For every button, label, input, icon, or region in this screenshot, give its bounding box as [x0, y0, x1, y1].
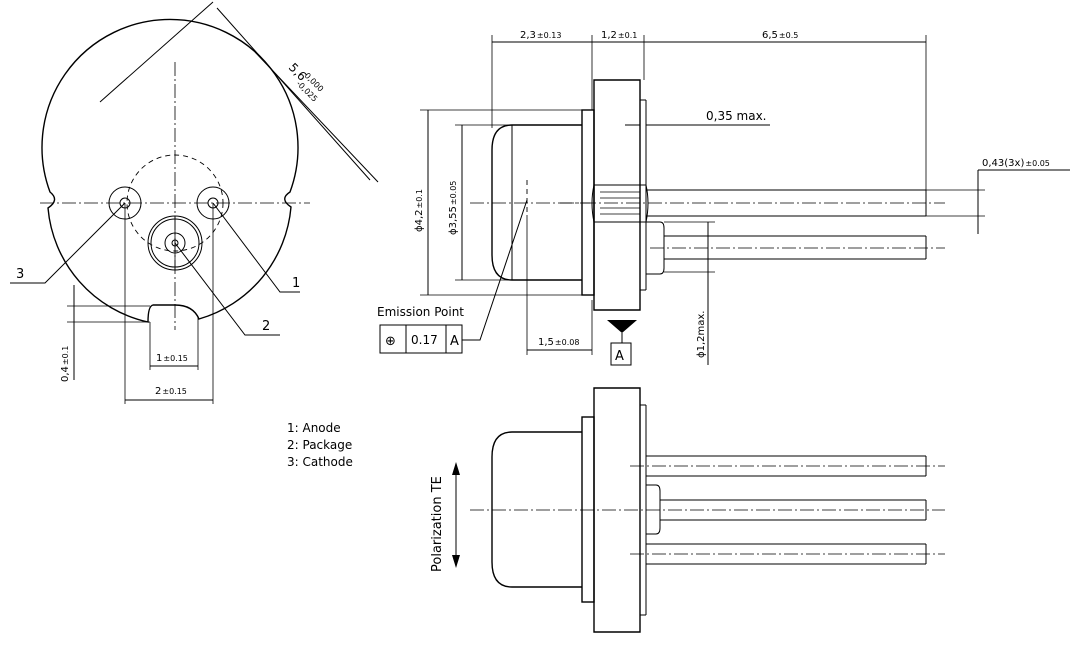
bottom-view: Polarization TE	[430, 387, 945, 633]
pin3-label: 3	[16, 267, 24, 282]
datum-label: A	[615, 349, 624, 364]
dim-phi-1-2-max: ϕ1,2max.	[696, 311, 707, 358]
side-view: A 1,5±0.08 Emission Point ⊕ 0.17 A 2,	[377, 30, 1070, 366]
dim-phi-4-2: ϕ4,2±0.1	[414, 189, 425, 232]
datum-triangle	[607, 320, 637, 333]
dim-1-2: 1,2±0.1	[601, 30, 637, 41]
dim-phi-3-55: ϕ3,55±0.05	[448, 181, 459, 235]
dim-1-5: 1,5±0.08	[538, 337, 579, 348]
dim-0-43: 0,43(3x)±0.05	[982, 158, 1050, 169]
tolerance-symbol: ⊕	[385, 334, 396, 349]
dim-6-5: 6,5±0.5	[762, 30, 798, 41]
side-cap	[491, 124, 582, 281]
tolerance-datum: A	[450, 334, 459, 349]
dim-2: 2±0.15	[155, 386, 187, 397]
position-tolerance-frame: ⊕ 0.17 A	[379, 324, 463, 354]
tolerance-value: 0.17	[411, 333, 438, 347]
polarization-label: Polarization TE	[430, 476, 445, 572]
front-view: 5,6 0,000 -0,025 3 1 2 0,4±0.1 1±0.15 2±…	[10, 1, 379, 404]
side-header	[593, 79, 641, 311]
pin2-label: 2	[262, 319, 270, 334]
legend-item-2: 2: Package	[287, 438, 352, 452]
legend-item-3: 3: Cathode	[287, 455, 353, 469]
dim-1: 1±0.15	[156, 353, 188, 364]
pin1-label: 1	[292, 276, 300, 291]
bottom-cap	[491, 431, 582, 588]
bottom-header	[593, 387, 641, 633]
dim-0-4: 0,4±0.1	[60, 346, 71, 382]
datum-box	[610, 342, 632, 366]
emission-point-label: Emission Point	[377, 305, 464, 319]
dim-2-3: 2,3±0.13	[520, 30, 561, 41]
front-body-outline	[41, 18, 299, 323]
pin-legend: 1: Anode 2: Package 3: Cathode	[287, 421, 353, 469]
dim-0-35-max: 0,35 max.	[706, 109, 767, 123]
legend-item-1: 1: Anode	[287, 421, 341, 435]
